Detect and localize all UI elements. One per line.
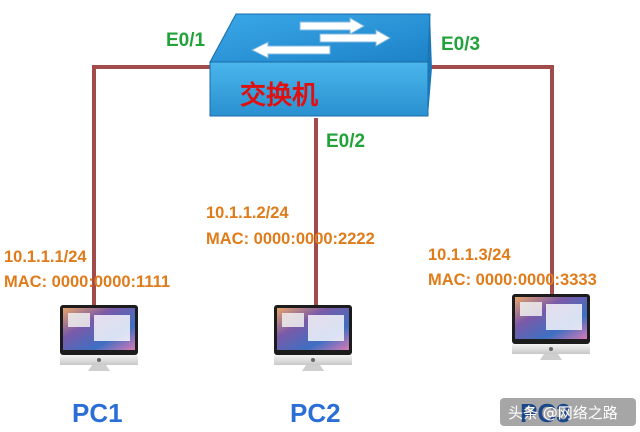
- port-e02-label: E0/2: [326, 131, 365, 152]
- port-e03-label: E0/3: [441, 34, 480, 55]
- cable-pc1: [92, 65, 210, 306]
- pc2-label: PC2: [290, 398, 341, 428]
- watermark-text: 头条 @网络之路: [508, 404, 618, 422]
- pc1-ip: 10.1.1.1/24: [4, 248, 87, 266]
- watermark: 头条 @网络之路: [500, 398, 636, 426]
- pc3-computer-icon: [512, 294, 590, 360]
- cable-pc3: [430, 65, 554, 302]
- pc1-computer-icon: [60, 305, 138, 371]
- pc1-label: PC1: [72, 398, 123, 428]
- switch-arrows-icon: [250, 17, 392, 59]
- pc2-mac: MAC: 0000:0000:2222: [206, 230, 375, 248]
- pc3-mac: MAC: 0000:0000:3333: [428, 271, 597, 289]
- port-e01-label: E0/1: [166, 30, 206, 51]
- pc3-label: PC3: [520, 398, 571, 428]
- switch: 交换机: [209, 13, 432, 117]
- pc2-computer-icon: [274, 305, 352, 371]
- pc2-ip: 10.1.1.2/24: [206, 204, 289, 222]
- pc3-ip: 10.1.1.3/24: [428, 246, 511, 264]
- switch-side: [428, 14, 432, 116]
- cables: [92, 65, 554, 308]
- pc1-mac: MAC: 0000:0000:1111: [4, 273, 170, 291]
- switch-label: 交换机: [240, 80, 318, 111]
